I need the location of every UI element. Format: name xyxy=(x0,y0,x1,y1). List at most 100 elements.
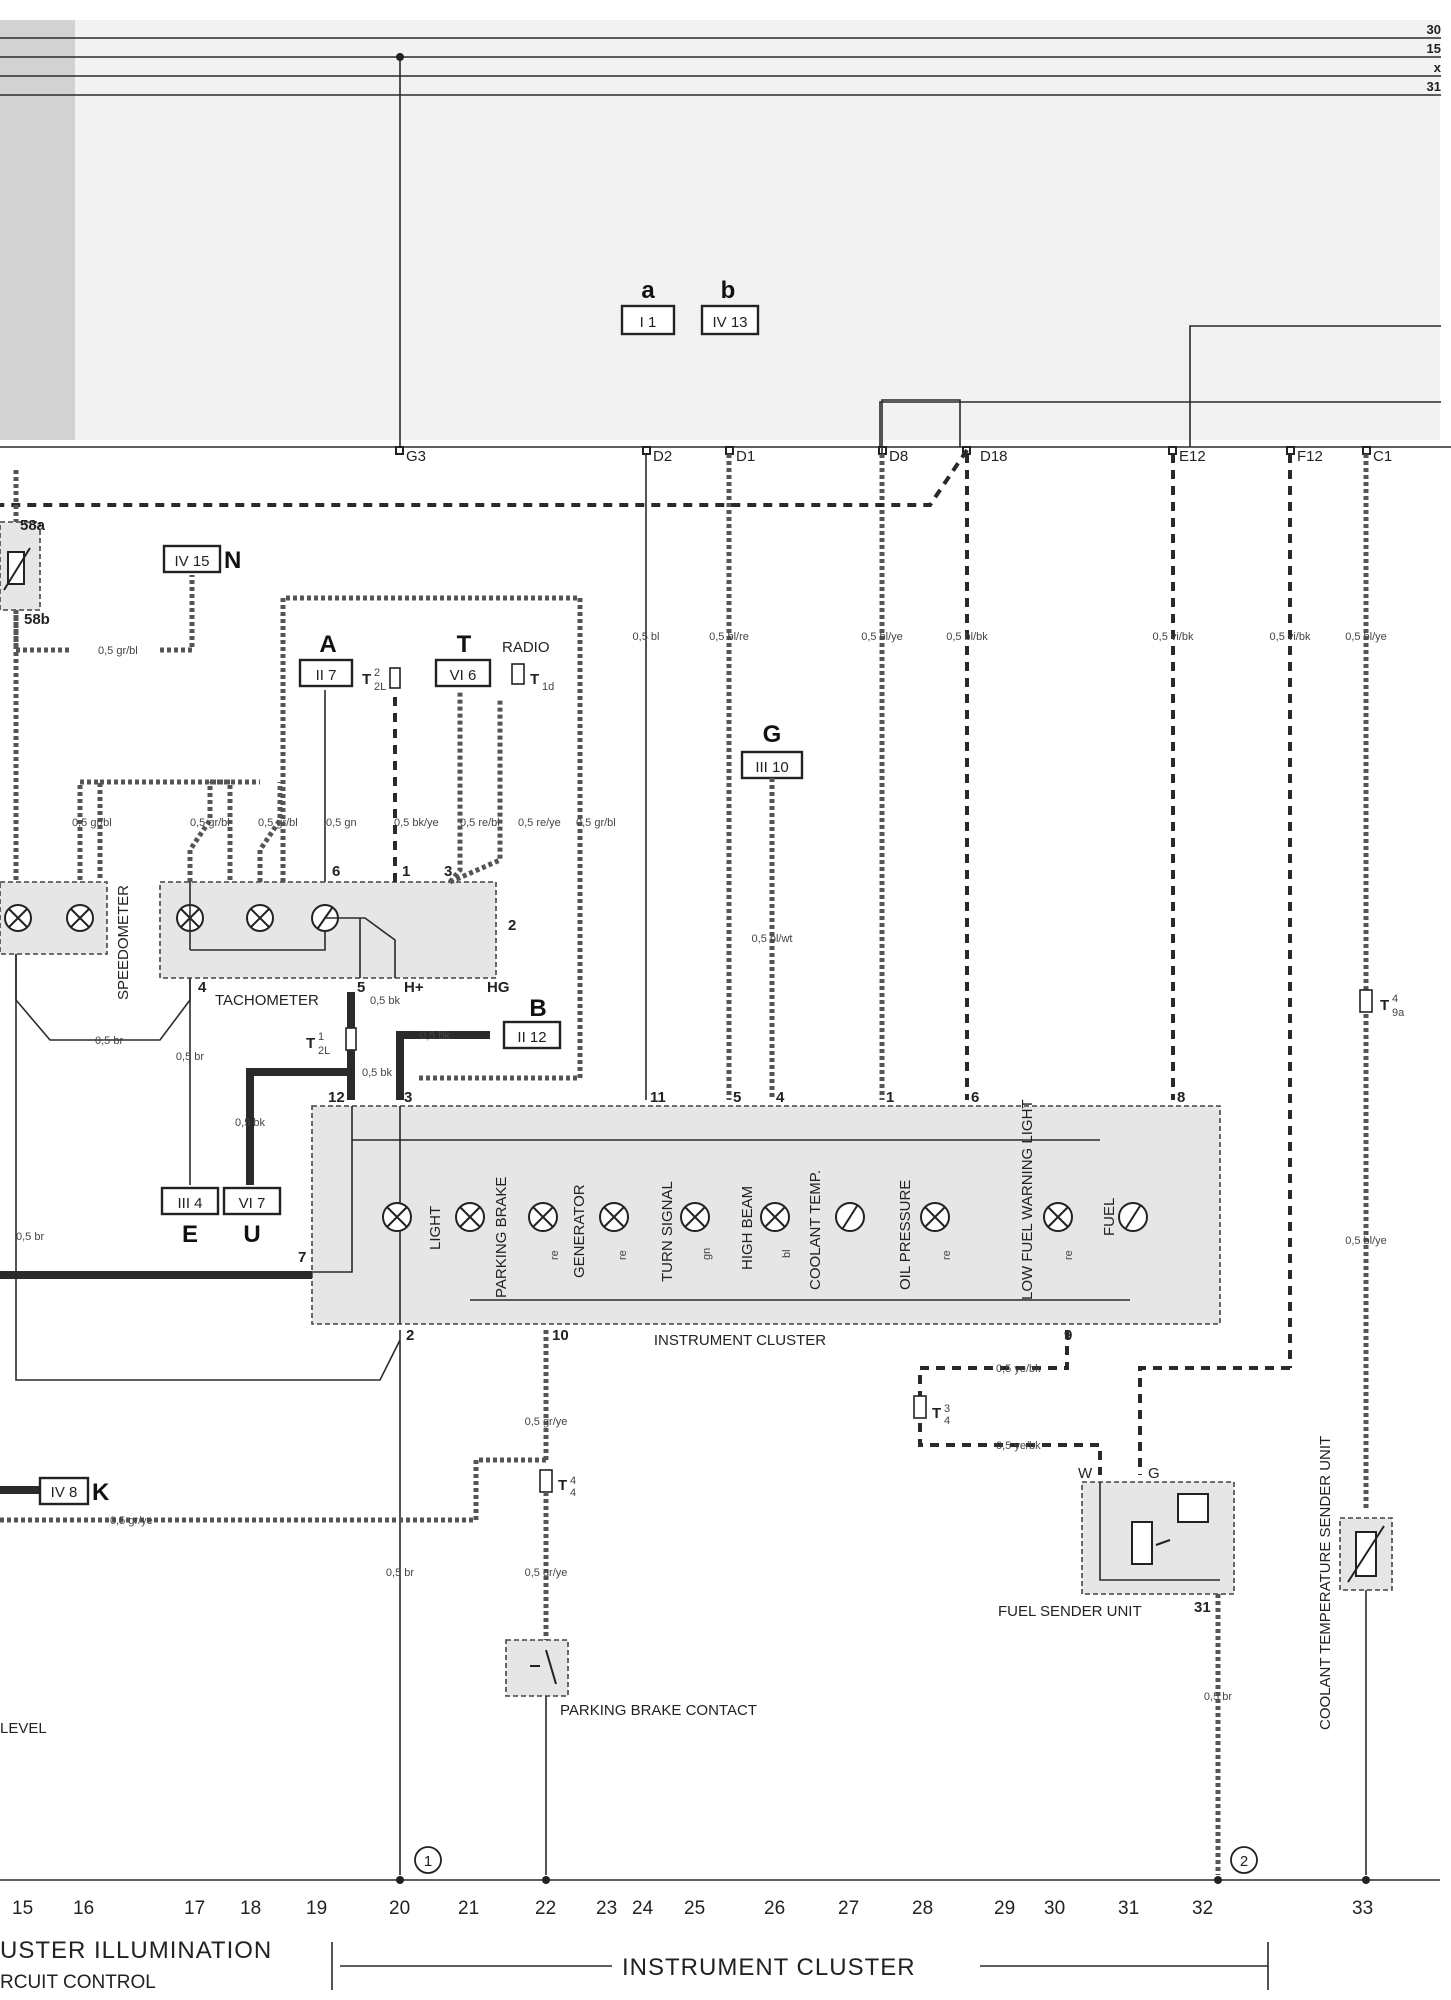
pin-e12: E12 xyxy=(1179,448,1206,465)
svg-text:H+: H+ xyxy=(404,979,424,996)
fuse-a-box xyxy=(620,304,676,336)
svg-text:21: 21 xyxy=(458,1898,479,1919)
fuse-b-letter: b xyxy=(721,277,736,304)
svg-text:0,5 gr/bl: 0,5 gr/bl xyxy=(258,817,298,829)
pin-d18: D18 xyxy=(980,448,1008,465)
svg-text:T: T xyxy=(932,1405,941,1422)
svg-text:4: 4 xyxy=(570,1475,576,1487)
svg-text:3: 3 xyxy=(444,863,452,880)
svg-text:19: 19 xyxy=(306,1898,327,1919)
svg-text:1: 1 xyxy=(318,1031,324,1043)
svg-text:G: G xyxy=(1148,1465,1160,1482)
cluster-indicators xyxy=(382,1202,1148,1232)
pin-g3: G3 xyxy=(406,448,426,465)
component-a-box xyxy=(298,658,354,688)
fuse-a-letter: a xyxy=(641,277,655,304)
cluster-indicator-labels: LIGHT PARKING BRAKE GENERATOR TURN SIGNA… xyxy=(427,1099,1118,1300)
svg-text:W: W xyxy=(1078,1465,1093,1482)
bus-label-x: x xyxy=(1434,60,1442,75)
bus-label-15: 15 xyxy=(1427,41,1441,56)
svg-text:4: 4 xyxy=(1392,993,1398,1005)
component-u-letter: U xyxy=(243,1221,260,1248)
svg-text:1d: 1d xyxy=(542,681,554,693)
svg-text:2L: 2L xyxy=(374,681,386,693)
footer-left-line2: RCUIT CONTROL xyxy=(0,1972,156,1993)
page-fold-shadow xyxy=(0,20,75,440)
svg-text:1: 1 xyxy=(886,1089,894,1106)
svg-text:10: 10 xyxy=(552,1327,569,1344)
svg-text:0,5 vi/bk: 0,5 vi/bk xyxy=(1153,631,1194,643)
speedometer-label: SPEEDOMETER xyxy=(115,885,132,1000)
bus-label-30: 30 xyxy=(1427,22,1441,37)
svg-text:HIGH BEAM: HIGH BEAM xyxy=(739,1186,756,1270)
component-t-box xyxy=(434,658,492,688)
footer-left-line1: USTER ILLUMINATION xyxy=(0,1937,272,1964)
svg-text:4: 4 xyxy=(198,979,207,996)
instrument-cluster-label: INSTRUMENT CLUSTER xyxy=(654,1332,826,1349)
cluster-top-pins: 12 3 11 5 4 1 6 8 xyxy=(328,1089,1185,1106)
svg-text:0,5 gr/ye: 0,5 gr/ye xyxy=(525,1416,568,1428)
svg-text:0,5 gr/ye: 0,5 gr/ye xyxy=(525,1567,568,1579)
tachometer-label: TACHOMETER xyxy=(215,992,319,1009)
svg-text:gn: gn xyxy=(701,1248,713,1260)
svg-text:0,5 re/bl: 0,5 re/bl xyxy=(460,817,500,829)
footer-right: INSTRUMENT CLUSTER xyxy=(622,1954,916,1981)
svg-text:TURN SIGNAL: TURN SIGNAL xyxy=(659,1181,676,1282)
component-k-ref: IV 8 xyxy=(51,1484,78,1501)
svg-text:OIL PRESSURE: OIL PRESSURE xyxy=(897,1180,914,1290)
svg-text:0,5 bk: 0,5 bk xyxy=(362,1067,392,1079)
component-b-box xyxy=(502,1020,562,1050)
component-e-letter: E xyxy=(182,1221,198,1248)
component-t-letter: T xyxy=(457,631,472,658)
svg-text:32: 32 xyxy=(1192,1898,1213,1919)
speedometer-lamps xyxy=(4,904,94,932)
svg-text:re: re xyxy=(941,1250,953,1260)
ground-mark-1 xyxy=(414,1846,442,1874)
svg-text:23: 23 xyxy=(596,1898,617,1919)
pin-f12: F12 xyxy=(1297,448,1323,465)
svg-text:0,5 gr/bl: 0,5 gr/bl xyxy=(190,817,230,829)
svg-text:24: 24 xyxy=(632,1898,654,1919)
component-b-letter: B xyxy=(529,995,546,1022)
svg-text:3: 3 xyxy=(944,1403,950,1415)
svg-text:re: re xyxy=(617,1250,629,1260)
svg-text:0,5 br: 0,5 br xyxy=(1204,1691,1232,1703)
bus-label-31: 31 xyxy=(1427,79,1441,94)
svg-text:2: 2 xyxy=(406,1327,414,1344)
svg-text:FUEL: FUEL xyxy=(1101,1198,1118,1236)
svg-text:2L: 2L xyxy=(318,1045,330,1057)
svg-text:5: 5 xyxy=(733,1089,741,1106)
column-ticks: 15 16 17 18 19 20 21 22 23 24 25 26 27 2… xyxy=(12,1898,1373,1919)
svg-text:28: 28 xyxy=(912,1898,933,1919)
svg-text:0,5 bk: 0,5 bk xyxy=(235,1117,265,1129)
component-g-ref: III 10 xyxy=(755,759,788,776)
top-pins: G3 D2 D1 D8 D18 E12 F12 C1 xyxy=(395,446,1392,465)
svg-text:0,5 bl/ye: 0,5 bl/ye xyxy=(1345,1235,1387,1247)
svg-text:0,5 gn: 0,5 gn xyxy=(326,817,357,829)
svg-text:12: 12 xyxy=(328,1089,345,1106)
svg-text:0,5 bk/ye: 0,5 bk/ye xyxy=(394,817,439,829)
svg-text:3: 3 xyxy=(404,1089,412,1106)
svg-text:4: 4 xyxy=(776,1089,785,1106)
svg-text:0,5 bl/re: 0,5 bl/re xyxy=(709,631,749,643)
svg-text:0,5 ye/bk: 0,5 ye/bk xyxy=(996,1440,1041,1452)
component-n-box xyxy=(162,544,222,574)
pin-d2: D2 xyxy=(653,448,672,465)
component-b-ref: II 12 xyxy=(517,1029,546,1046)
fuse-b-ref: IV 13 xyxy=(712,314,747,331)
component-g-letter: G xyxy=(763,721,782,748)
svg-text:29: 29 xyxy=(994,1898,1015,1919)
svg-text:re: re xyxy=(549,1250,561,1260)
svg-text:6: 6 xyxy=(971,1089,979,1106)
component-u-box xyxy=(222,1186,282,1216)
fuse-b-box xyxy=(700,304,760,336)
svg-text:LOW FUEL WARNING LIGHT: LOW FUEL WARNING LIGHT xyxy=(1019,1099,1036,1300)
svg-text:0,5 bk: 0,5 bk xyxy=(370,995,400,1007)
component-n-letter: N xyxy=(224,547,241,574)
svg-text:HG: HG xyxy=(487,979,510,996)
svg-text:4: 4 xyxy=(570,1487,576,1499)
svg-text:2: 2 xyxy=(508,917,516,934)
fuse-a-ref: I 1 xyxy=(640,314,657,331)
svg-text:25: 25 xyxy=(684,1898,705,1919)
